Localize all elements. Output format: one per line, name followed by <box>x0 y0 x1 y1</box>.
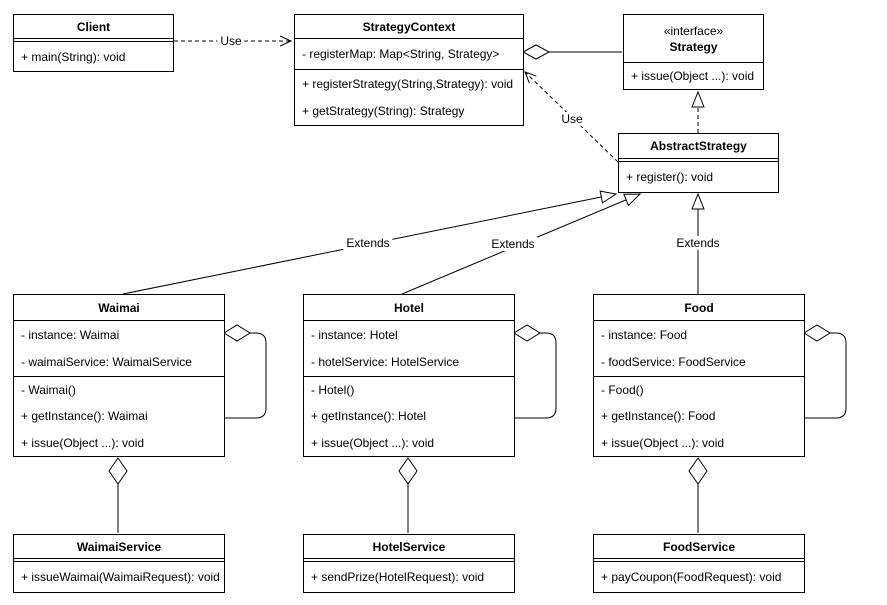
class-method: - Waimai() <box>21 383 76 398</box>
use-label: Use <box>217 34 245 48</box>
class-method: - Hotel() <box>311 383 355 398</box>
self-aggregation-diamond-food <box>803 324 831 342</box>
class-hotel: Hotel - instance: Hotel - hotelService: … <box>303 294 515 457</box>
class-method: + registerStrategy(String,Strategy): voi… <box>302 76 514 91</box>
class-title: Client <box>76 19 111 34</box>
class-method: + issue(Object ...): void <box>21 435 145 450</box>
class-attribute: - instance: Food <box>601 327 688 342</box>
self-aggregation-loop-hotel <box>515 332 557 419</box>
empty-attributes-divider <box>594 558 804 562</box>
empty-attributes-divider <box>14 558 224 562</box>
class-strategy-interface: «interface» Strategy + issue(Object ...)… <box>623 14 764 90</box>
class-attribute: - instance: Hotel <box>311 327 398 342</box>
class-method: - Food() <box>601 383 644 398</box>
class-method: + getInstance(): Food <box>601 409 716 424</box>
class-method: + main(String): void <box>21 49 126 64</box>
class-attribute: - hotelService: HotelService <box>311 355 460 370</box>
class-method: + issue(Object ...): void <box>601 435 725 450</box>
class-food: Food - instance: Food - foodService: Foo… <box>593 294 805 457</box>
extends-label: Extends <box>343 236 393 250</box>
class-food-service: FoodService + payCoupon(FoodRequest): vo… <box>593 534 805 593</box>
class-method: + register(): void <box>626 170 714 184</box>
self-aggregation-diamond-hotel <box>513 324 541 342</box>
class-title: Food <box>684 300 714 315</box>
class-method: + sendPrize(HotelRequest): void <box>311 570 485 584</box>
class-method: + payCoupon(FoodRequest): void <box>601 570 782 584</box>
self-aggregation-diamond-waimai <box>223 324 251 342</box>
class-attribute: - instance: Waimai <box>21 327 120 342</box>
interface-stereotype: «interface» <box>663 23 724 38</box>
empty-attributes-divider <box>14 38 173 42</box>
self-aggregation-loop-waimai <box>225 332 267 419</box>
class-title: HotelService <box>372 539 446 554</box>
aggregation-diamond-waimai-service <box>108 457 128 485</box>
class-attribute: - registerMap: Map<String, Strategy> <box>302 47 500 61</box>
class-method: + getInstance(): Hotel <box>311 409 427 424</box>
class-title: Hotel <box>394 300 424 315</box>
class-title: WaimaiService <box>76 539 162 554</box>
class-attribute: - waimaiService: WaimaiService <box>21 355 192 370</box>
class-title: Waimai <box>98 300 140 315</box>
class-waimai-service: WaimaiService + issueWaimai(WaimaiReques… <box>13 534 225 593</box>
class-title: FoodService <box>662 539 736 554</box>
empty-attributes-divider <box>619 158 778 162</box>
class-abstract-strategy: AbstractStrategy + register(): void <box>618 133 779 193</box>
use-label: Use <box>558 112 586 126</box>
class-method: + issueWaimai(WaimaiRequest): void <box>21 570 220 584</box>
class-title: Strategy <box>669 39 718 54</box>
class-attribute: - foodService: FoodService <box>601 355 746 370</box>
empty-attributes-divider <box>304 558 514 562</box>
extends-label: Extends <box>488 237 538 251</box>
aggregation-diamond-hotel-service <box>398 457 418 485</box>
class-strategy-context: StrategyContext - registerMap: Map<Strin… <box>294 14 524 126</box>
class-method: + getStrategy(String): Strategy <box>302 104 465 119</box>
class-client: Client + main(String): void <box>13 14 174 72</box>
class-title: AbstractStrategy <box>650 139 747 153</box>
extends-label: Extends <box>673 236 723 250</box>
class-method: + getInstance(): Waimai <box>21 409 148 424</box>
aggregation-diamond-food-service <box>688 457 708 485</box>
aggregation-diamond-context <box>521 44 551 60</box>
class-method: + issue(Object ...): void <box>631 69 755 83</box>
class-title: StrategyContext <box>362 19 456 34</box>
class-hotel-service: HotelService + sendPrize(HotelRequest): … <box>303 534 515 593</box>
class-waimai: Waimai - instance: Waimai - waimaiServic… <box>13 294 225 457</box>
class-method: + issue(Object ...): void <box>311 435 435 450</box>
self-aggregation-loop-food <box>805 332 847 419</box>
